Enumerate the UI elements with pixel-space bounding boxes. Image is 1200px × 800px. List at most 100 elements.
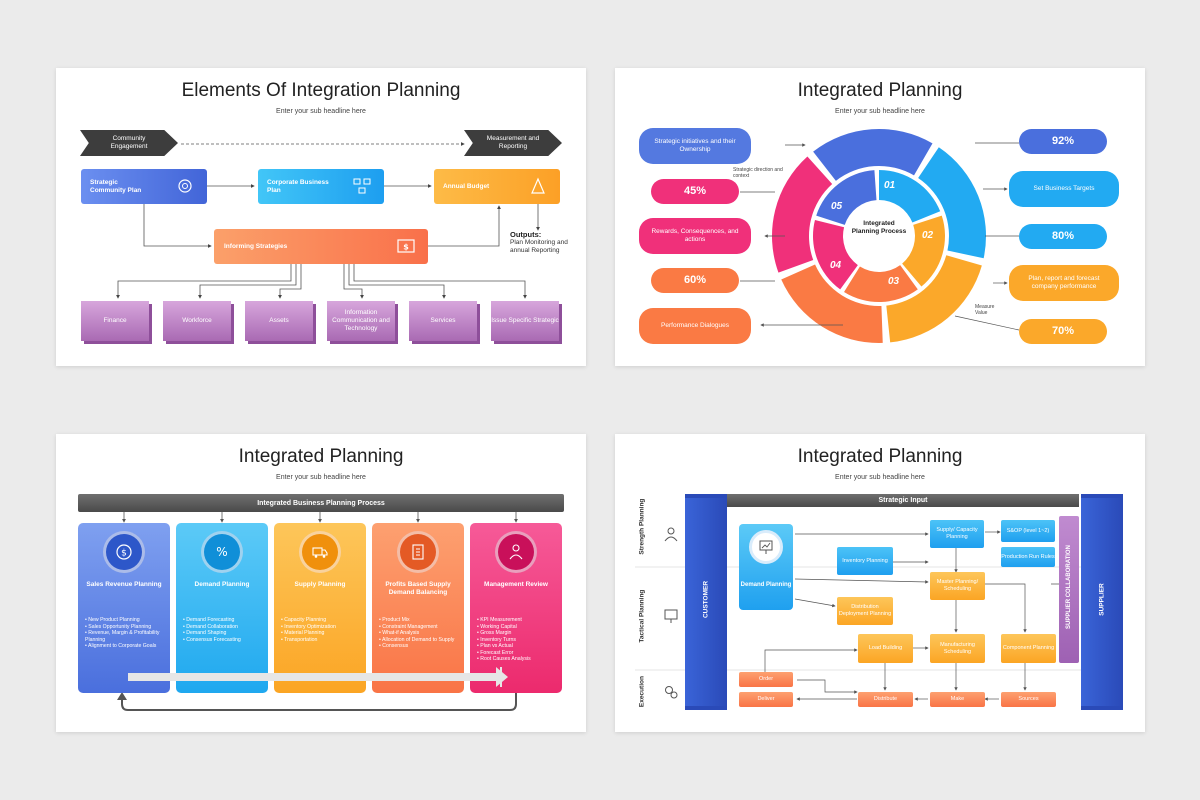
center-circle — [846, 203, 912, 269]
demand-icon-holder — [749, 530, 783, 564]
item-finance[interactable]: Finance — [81, 301, 149, 341]
box-label: Production Run Rules — [1001, 553, 1055, 560]
segment-04-label: 04 — [830, 260, 842, 271]
list-item: Demand Collaboration — [183, 624, 265, 631]
outputs-label: Outputs: — [510, 230, 542, 239]
percent-icon: % — [216, 545, 227, 559]
item-workforce[interactable]: Workforce — [163, 301, 231, 341]
item-assets[interactable]: Assets — [245, 301, 313, 341]
box-label: Component Planning — [1002, 645, 1055, 652]
slide-subtitle: Enter your sub headline here — [276, 474, 366, 481]
gears-icon — [665, 686, 678, 699]
pill-92-percent[interactable]: 92% — [1019, 129, 1107, 154]
row-label-execution: Execution — [638, 676, 646, 708]
inner-segment-04 — [844, 265, 918, 302]
box-label: Corporate Business Plan — [267, 179, 329, 194]
column-title: Management Review — [484, 581, 548, 588]
item-ict[interactable]: Information Communication and Technology — [327, 301, 395, 341]
deliver-box[interactable]: Deliver — [739, 692, 793, 707]
pill-plan-report-forecast[interactable]: Plan, report and forecast company perfor… — [1009, 265, 1119, 301]
list-item: What-if Analysis — [379, 630, 461, 637]
building-icon — [412, 544, 424, 560]
inner-segment-01 — [816, 170, 877, 225]
box-label: Make — [950, 696, 965, 703]
column-management-review[interactable]: Management Review KPI Measurement Workin… — [470, 523, 562, 693]
pill-80-percent[interactable]: 80% — [1019, 224, 1107, 249]
demand-planning-box[interactable]: Demand Planning — [739, 524, 793, 610]
outer-segment-02 — [918, 147, 986, 259]
banner-label: Integrated Business Planning Process — [257, 499, 385, 507]
make-box[interactable]: Make — [930, 692, 985, 707]
slide-integrated-business-planning[interactable]: Integrated Planning Enter your sub headl… — [56, 434, 586, 732]
column-demand-planning[interactable]: % Demand Planning Demand Forecasting Dem… — [176, 523, 268, 693]
box-corporate-business-plan[interactable]: Corporate Business Plan — [258, 169, 384, 204]
production-run-rules-box[interactable]: Production Run Rules — [1001, 547, 1055, 567]
list-item: KPI Measurement — [477, 617, 559, 624]
component-planning-box[interactable]: Component Planning — [1001, 634, 1056, 663]
distribute-box[interactable]: Distribute — [858, 692, 913, 707]
pill-45-percent[interactable]: 45% — [651, 179, 739, 204]
order-box[interactable]: Order — [739, 672, 793, 687]
item-label: Information Communication and Technology — [332, 309, 390, 332]
process-banner: Integrated Business Planning Process — [78, 494, 564, 512]
cycle-diagram — [740, 129, 1020, 343]
sources-box[interactable]: Sources — [1001, 692, 1056, 707]
list-item: Gross Margin — [477, 630, 559, 637]
list-item: Constraint Management — [379, 624, 461, 631]
box-informing-strategies[interactable]: Informing Strategies $ — [214, 229, 428, 264]
presenter-icon — [509, 544, 523, 560]
pill-performance-dialogues[interactable]: Performance Dialogues — [639, 308, 751, 344]
box-label: Sources — [1018, 696, 1039, 703]
svg-text:$: $ — [121, 549, 127, 559]
circle-icon-holder: % — [201, 531, 243, 573]
box-label: Inventory Planning — [842, 557, 888, 564]
pill-set-business-targets[interactable]: Set Business Targets — [1009, 171, 1119, 207]
master-planning-box[interactable]: Master Planning/ Scheduling — [930, 572, 985, 600]
column-sales-revenue-planning[interactable]: $ Sales Revenue Planning New Product Pla… — [78, 523, 170, 693]
item-issue-specific[interactable]: Issue Specific Strategic — [491, 301, 559, 341]
circle-icon-holder — [495, 531, 537, 573]
box-annual-budget[interactable]: Annual Budget — [434, 169, 560, 204]
distribution-deployment-box[interactable]: Distribution Deployment Planning — [837, 597, 893, 625]
pill-label: Performance Dialogues — [661, 321, 729, 329]
slide-elements-of-integration-planning[interactable]: Elements Of Integration Planning Enter y… — [56, 68, 586, 366]
supply-capacity-planning-box[interactable]: Supply/ Capacity Planning — [930, 520, 984, 548]
column-title: Sales Revenue Planning — [86, 581, 162, 588]
box-label: Supply/ Capacity Planning — [936, 527, 978, 540]
segment-01-label: 01 — [884, 180, 896, 191]
column-profits-based-balancing[interactable]: Profits Based Supply Demand Balancing Pr… — [372, 523, 464, 693]
box-label: Load Building — [868, 645, 903, 652]
pill-70-percent[interactable]: 70% — [1019, 319, 1107, 344]
pill-rewards-consequences[interactable]: Rewards, Consequences, and actions — [639, 218, 751, 254]
box-label: Strategic Community Plan — [90, 179, 142, 194]
inventory-planning-box[interactable]: Inventory Planning — [837, 547, 893, 575]
load-building-box[interactable]: Load Building — [858, 634, 913, 663]
list-item: Alignment to Corporate Goals — [85, 643, 167, 650]
pill-label: Strategic initiatives and their Ownershi… — [654, 137, 736, 153]
column-title: Demand Planning — [194, 581, 250, 588]
slide-integrated-planning-cycle[interactable]: Integrated Planning Enter your sub headl… — [615, 68, 1145, 366]
supplier-label: SUPPLIER — [1098, 583, 1106, 616]
box-strategic-community-plan[interactable]: Strategic Community Plan — [81, 169, 207, 204]
svg-text:$: $ — [403, 243, 409, 252]
supplier-collaboration-label: SUPPLIER COLLABORATION — [1066, 545, 1072, 629]
circle-icon-holder — [397, 531, 439, 573]
list-item: Forecast Error — [477, 650, 559, 657]
pill-strategic-initiatives[interactable]: Strategic initiatives and their Ownershi… — [639, 128, 751, 164]
manufacturing-scheduling-box[interactable]: Manufacturing Scheduling — [930, 634, 985, 663]
list-item: Material Planning — [281, 630, 363, 637]
pill-60-percent[interactable]: 60% — [651, 268, 739, 293]
item-services[interactable]: Services — [409, 301, 477, 341]
outputs-text: Plan Monitoring and annual Reporting — [510, 239, 568, 254]
pill-label: Rewards, Consequences, and actions — [651, 227, 739, 243]
column-list: Capacity Planning Inventory Optimization… — [281, 617, 363, 643]
item-label: Assets — [269, 317, 289, 325]
slide-title: Elements Of Integration Planning — [181, 80, 461, 101]
sop-box[interactable]: S&OP (level 1~2) — [1001, 520, 1055, 542]
column-supply-planning[interactable]: Supply Planning Capacity Planning Invent… — [274, 523, 366, 693]
slide-subtitle: Enter your sub headline here — [276, 108, 366, 115]
column-list: KPI Measurement Working Capital Gross Ma… — [477, 617, 559, 663]
outer-segment-04 — [781, 264, 883, 343]
pill-label: 60% — [683, 273, 707, 286]
slide-integrated-planning-flow[interactable]: Integrated Planning Enter your sub headl… — [615, 434, 1145, 732]
